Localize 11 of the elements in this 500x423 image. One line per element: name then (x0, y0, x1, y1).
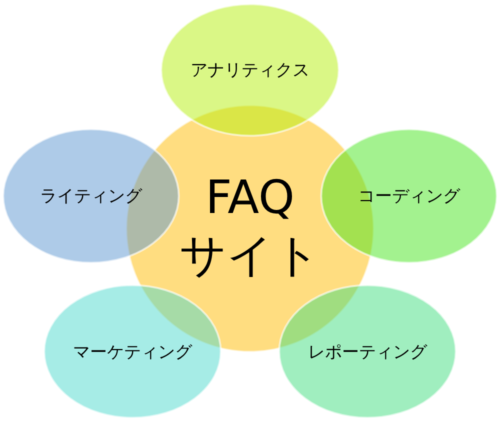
topic-label: レポーティング (308, 341, 427, 363)
topic-label: マーケティング (73, 341, 192, 363)
topic-ellipse (2, 128, 180, 264)
topic-ellipse (278, 284, 457, 419)
topic-label: ライティング (40, 186, 142, 208)
hub-label: FAQサイト (178, 168, 322, 284)
topic-ellipse (160, 3, 340, 137)
topic-ellipse (43, 284, 222, 419)
topic-label: アナリティクス (190, 60, 310, 82)
topic-ellipse (320, 128, 498, 264)
topic-label: コーディング (358, 186, 460, 208)
